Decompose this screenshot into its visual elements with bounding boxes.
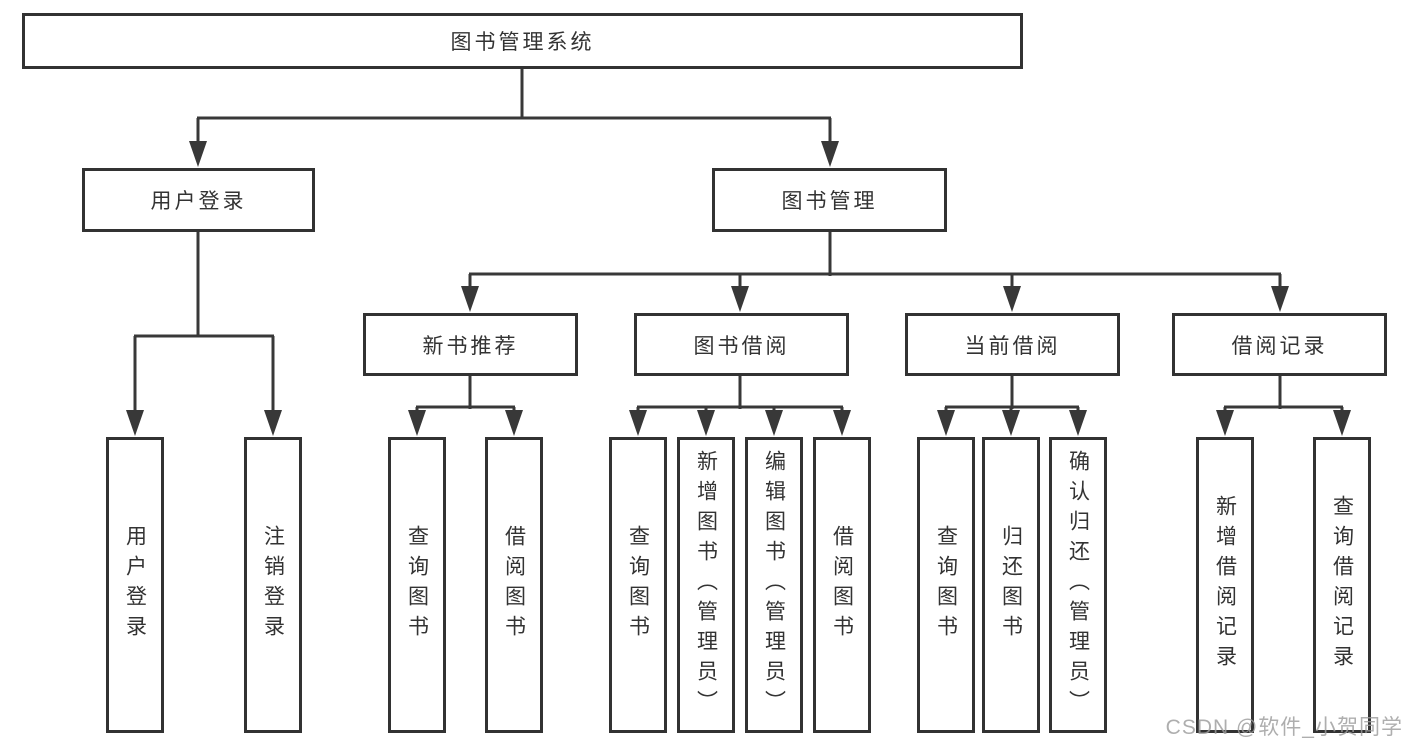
node-label: 查询图书 xyxy=(405,525,429,645)
node-label: 查询图书 xyxy=(626,525,650,645)
leaf-borrow-books: 借阅图书 xyxy=(813,437,871,733)
node-label: 注销登录 xyxy=(261,525,285,645)
node-label: 查询图书 xyxy=(934,525,958,645)
leaf-add-borrow-record: 新增借阅记录 xyxy=(1196,437,1254,733)
node-label: 归还图书 xyxy=(999,525,1023,645)
leaf-return-books: 归还图书 xyxy=(982,437,1040,733)
node-user-login: 用户登录 xyxy=(82,168,315,232)
leaf-query-borrow-record: 查询借阅记录 xyxy=(1313,437,1371,733)
node-label: 新增借阅记录 xyxy=(1213,495,1237,675)
node-label: 查询借阅记录 xyxy=(1330,495,1354,675)
node-label: 用户登录 xyxy=(150,190,247,213)
node-label: 编辑图书（管理员） xyxy=(762,450,786,720)
leaf-edit-books-admin: 编辑图书（管理员） xyxy=(745,437,803,733)
leaf-query-books-recommend: 查询图书 xyxy=(388,437,446,733)
node-label: 图书借阅 xyxy=(693,334,790,358)
node-borrowing-records: 借阅记录 xyxy=(1172,313,1387,376)
node-new-book-recommend: 新书推荐 xyxy=(363,313,578,376)
node-library-management-system: 图书管理系统 xyxy=(22,13,1023,69)
node-current-borrowing: 当前借阅 xyxy=(905,313,1120,376)
leaf-borrow-books-recommend: 借阅图书 xyxy=(485,437,543,733)
node-label: 新增图书（管理员） xyxy=(694,450,718,720)
node-label: 用户登录 xyxy=(123,525,147,645)
node-book-borrowing: 图书借阅 xyxy=(634,313,849,376)
leaf-logout: 注销登录 xyxy=(244,437,302,733)
leaf-user-login: 用户登录 xyxy=(106,437,164,733)
node-label: 图书管理 xyxy=(781,190,878,213)
node-label: 借阅图书 xyxy=(830,525,854,645)
node-label: 借阅图书 xyxy=(502,525,526,645)
node-label: 借阅记录 xyxy=(1231,334,1328,358)
leaf-query-books-borrow: 查询图书 xyxy=(609,437,667,733)
node-label: 当前借阅 xyxy=(964,334,1061,358)
node-book-management: 图书管理 xyxy=(712,168,947,232)
csdn-watermark: CSDN @软件_小贺同学 xyxy=(1165,716,1403,739)
leaf-add-books-admin: 新增图书（管理员） xyxy=(677,437,735,733)
node-label: 新书推荐 xyxy=(422,334,519,358)
node-label: 确认归还（管理员） xyxy=(1066,450,1090,720)
leaf-query-books-current: 查询图书 xyxy=(917,437,975,733)
node-label: 图书管理系统 xyxy=(450,31,595,54)
leaf-confirm-return-admin: 确认归还（管理员） xyxy=(1049,437,1107,733)
